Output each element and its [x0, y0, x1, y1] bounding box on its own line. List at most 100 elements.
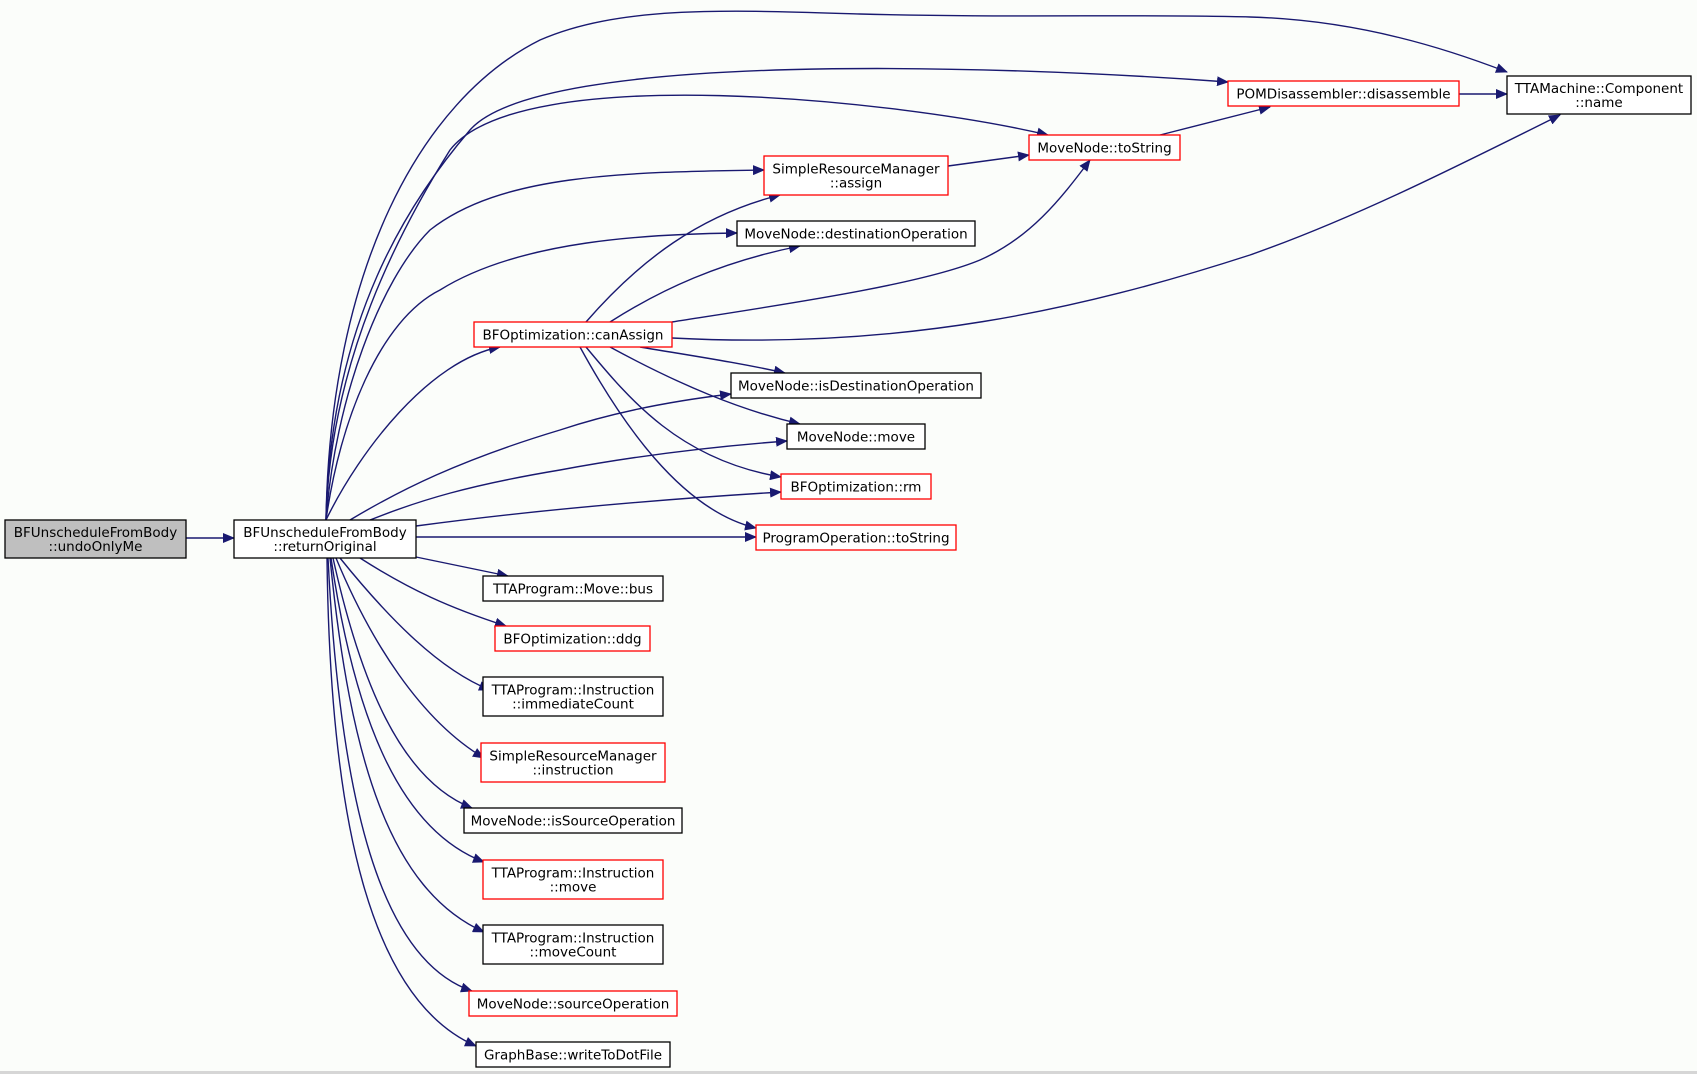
- node-label: MoveNode::move: [797, 430, 915, 446]
- edge-returnOriginal-to-instrMove: [330, 557, 485, 863]
- node-mnToString[interactable]: MoveNode::toString: [1028, 134, 1181, 161]
- node-label: ::returnOriginal: [273, 539, 376, 555]
- node-label: BFUnscheduleFromBody: [14, 525, 178, 541]
- node-destOp[interactable]: MoveNode::destinationOperation: [736, 220, 976, 247]
- node-poToString[interactable]: ProgramOperation::toString: [755, 524, 957, 551]
- node-box[interactable]: [755, 524, 957, 551]
- node-box[interactable]: [475, 1041, 671, 1068]
- node-mnMove[interactable]: MoveNode::move: [786, 423, 926, 450]
- node-label: BFOptimization::canAssign: [483, 328, 664, 344]
- nodes: BFUnscheduleFromBody::undoOnlyMeBFUnsche…: [4, 75, 1692, 1068]
- node-label: MoveNode::toString: [1037, 141, 1171, 157]
- node-box[interactable]: [233, 519, 417, 559]
- node-label: ::undoOnlyMe: [49, 539, 143, 555]
- edge-returnOriginal-to-isDestOp: [349, 390, 732, 521]
- node-box[interactable]: [482, 924, 664, 965]
- node-label: GraphBase::writeToDotFile: [484, 1048, 662, 1064]
- edge-returnOriginal-to-ddg: [359, 557, 507, 628]
- node-label: ::name: [1575, 95, 1622, 111]
- node-returnOriginal[interactable]: BFUnscheduleFromBody::returnOriginal: [233, 519, 417, 559]
- node-label: MoveNode::sourceOperation: [477, 997, 670, 1013]
- node-label: MoveNode::isSourceOperation: [471, 814, 676, 830]
- edge-returnOriginal-to-srmAssign: [325, 165, 765, 521]
- edge-canAssign-to-mnMove: [609, 346, 801, 427]
- node-srmInstr[interactable]: SimpleResourceManager::instruction: [480, 742, 666, 783]
- node-disassemble[interactable]: POMDisassembler::disassemble: [1227, 80, 1460, 107]
- node-label: ProgramOperation::toString: [762, 531, 949, 547]
- node-box[interactable]: [468, 990, 678, 1017]
- node-label: BFOptimization::ddg: [503, 632, 641, 648]
- edge-returnOriginal-to-mnMove: [369, 436, 788, 521]
- node-box[interactable]: [482, 859, 664, 900]
- edge-mnToString-to-disassemble: [1159, 104, 1271, 136]
- node-box[interactable]: [763, 155, 949, 196]
- node-label: ::instruction: [532, 763, 613, 779]
- edge-canAssign-to-rm: [585, 346, 782, 481]
- node-componentName[interactable]: TTAMachine::Component::name: [1506, 75, 1692, 115]
- node-label: SimpleResourceManager: [772, 162, 940, 178]
- edge-srmAssign-to-mnToString: [947, 151, 1030, 167]
- node-box[interactable]: [482, 676, 664, 717]
- node-undoOnlyMe[interactable]: BFUnscheduleFromBody::undoOnlyMe: [4, 519, 187, 559]
- bottom-border: [0, 1071, 1697, 1074]
- node-immCount[interactable]: TTAProgram::Instruction::immediateCount: [482, 676, 664, 717]
- node-label: TTAProgram::Instruction: [491, 931, 655, 947]
- edge-returnOriginal-to-dotFile: [326, 557, 477, 1047]
- node-label: BFUnscheduleFromBody: [243, 525, 407, 541]
- node-dotFile[interactable]: GraphBase::writeToDotFile: [475, 1041, 671, 1068]
- edge-returnOriginal-to-componentName: [325, 10, 1508, 521]
- node-label: SimpleResourceManager: [489, 749, 657, 765]
- edge-returnOriginal-to-immCount: [339, 557, 491, 691]
- node-label: TTAProgram::Instruction: [491, 866, 655, 882]
- node-box[interactable]: [1028, 134, 1181, 161]
- node-isSrcOp[interactable]: MoveNode::isSourceOperation: [463, 807, 683, 834]
- node-box[interactable]: [736, 220, 976, 247]
- node-box[interactable]: [780, 473, 932, 500]
- node-box[interactable]: [463, 807, 683, 834]
- node-label: POMDisassembler::disassemble: [1236, 87, 1450, 103]
- edge-returnOriginal-to-moveCount: [329, 557, 485, 933]
- edge-canAssign-to-componentName: [671, 114, 1561, 341]
- node-label: BFOptimization::rm: [791, 480, 922, 496]
- edge-canAssign-to-srmAssign: [585, 192, 781, 323]
- edge-canAssign-to-isDestOp: [639, 346, 786, 376]
- edge-returnOriginal-to-rm: [415, 487, 782, 527]
- node-label: ::immediateCount: [512, 697, 634, 713]
- node-box[interactable]: [480, 742, 666, 783]
- node-bus[interactable]: TTAProgram::Move::bus: [482, 575, 664, 602]
- node-moveCount[interactable]: TTAProgram::Instruction::moveCount: [482, 924, 664, 965]
- edge-canAssign-to-destOp: [609, 243, 801, 323]
- edge-returnOriginal-to-canAssign: [325, 344, 501, 521]
- node-label: TTAMachine::Component: [1514, 81, 1683, 97]
- node-label: MoveNode::destinationOperation: [744, 227, 967, 243]
- node-label: TTAProgram::Move::bus: [492, 582, 653, 598]
- node-label: MoveNode::isDestinationOperation: [738, 379, 974, 395]
- node-srmAssign[interactable]: SimpleResourceManager::assign: [763, 155, 949, 196]
- edge-returnOriginal-to-bus: [415, 556, 509, 579]
- node-box[interactable]: [473, 321, 673, 348]
- edge-canAssign-to-mnToString: [671, 159, 1091, 323]
- node-isDestOp[interactable]: MoveNode::isDestinationOperation: [730, 372, 982, 399]
- edge-returnOriginal-to-isSrcOp: [332, 557, 473, 809]
- node-box[interactable]: [1227, 80, 1460, 107]
- edge-returnOriginal-to-srmInstr: [335, 557, 485, 759]
- node-label: ::moveCount: [530, 945, 617, 961]
- node-box[interactable]: [786, 423, 926, 450]
- node-box[interactable]: [730, 372, 982, 399]
- node-srcOp[interactable]: MoveNode::sourceOperation: [468, 990, 678, 1017]
- edge-returnOriginal-to-srcOp: [327, 557, 473, 993]
- node-instrMove[interactable]: TTAProgram::Instruction::move: [482, 859, 664, 900]
- node-box[interactable]: [1506, 75, 1692, 115]
- node-rm[interactable]: BFOptimization::rm: [780, 473, 932, 500]
- node-canAssign[interactable]: BFOptimization::canAssign: [473, 321, 673, 348]
- node-ddg[interactable]: BFOptimization::ddg: [494, 625, 651, 652]
- node-label: TTAProgram::Instruction: [491, 683, 655, 699]
- node-box[interactable]: [494, 625, 651, 652]
- node-label: ::move: [550, 880, 597, 896]
- edges: [186, 10, 1561, 1047]
- node-box[interactable]: [4, 519, 187, 559]
- edge-returnOriginal-to-mnToString: [325, 94, 1049, 521]
- node-box[interactable]: [482, 575, 664, 602]
- edge-canAssign-to-poToString: [579, 346, 757, 531]
